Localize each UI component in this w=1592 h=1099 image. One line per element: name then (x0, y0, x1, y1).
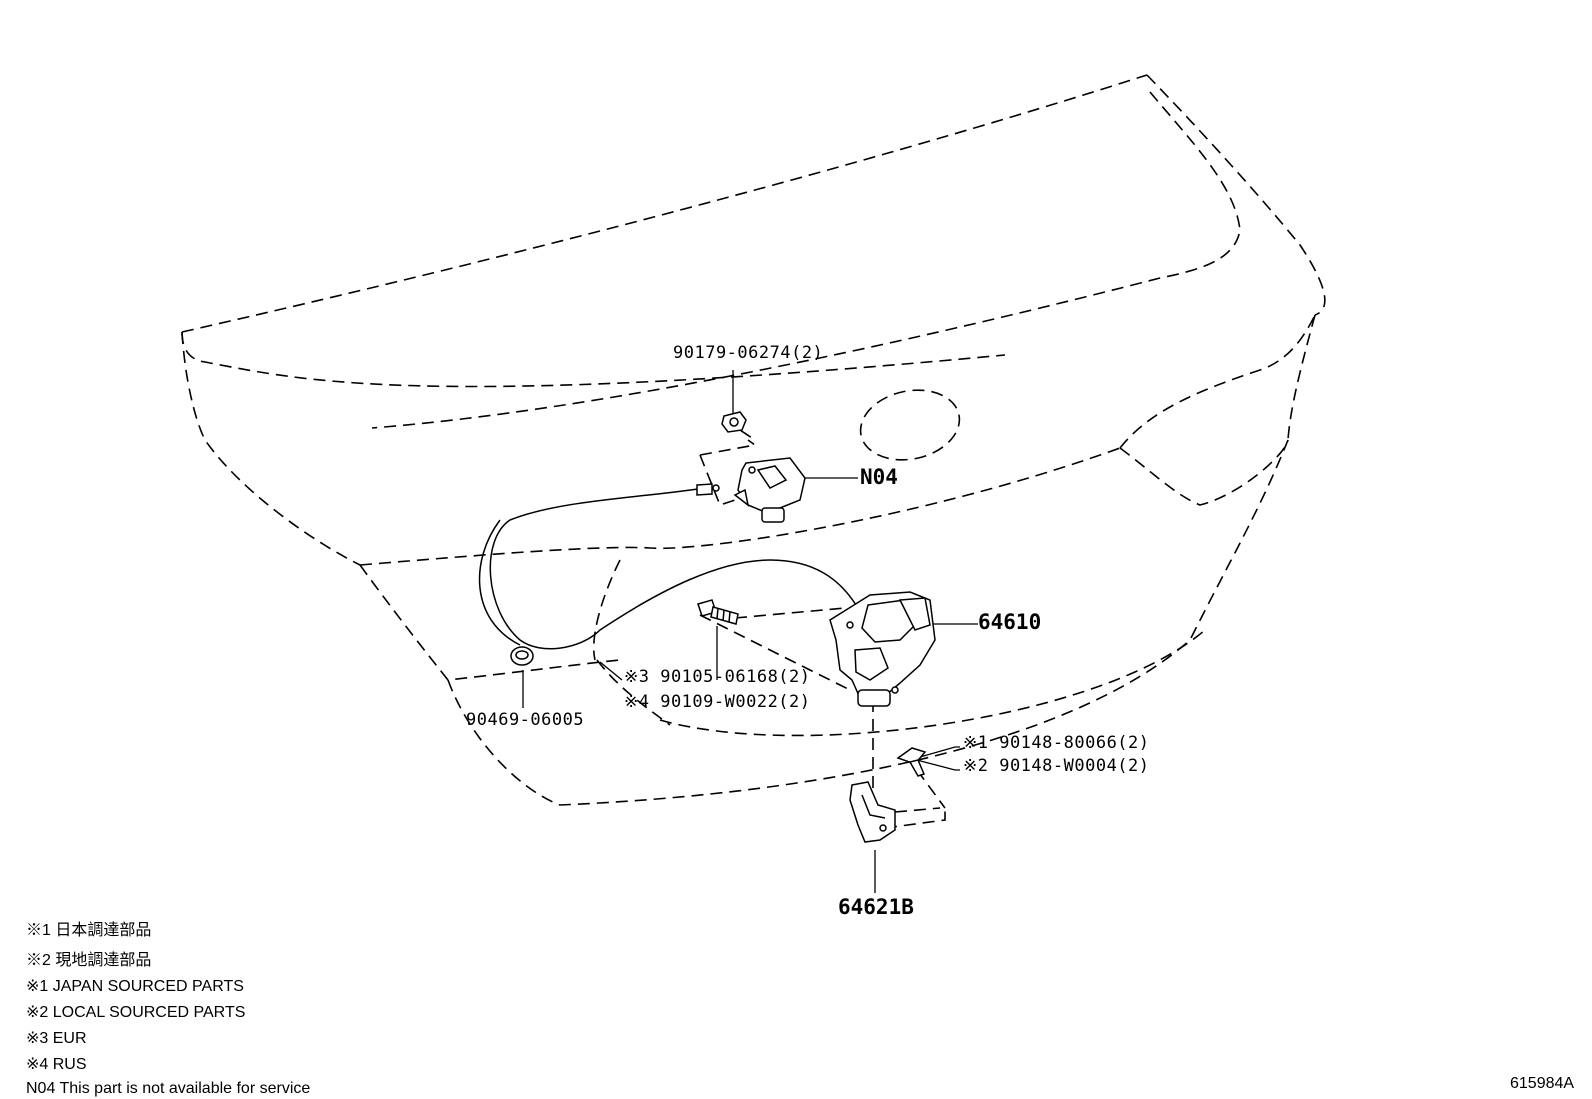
label-n04: N04 (860, 465, 898, 489)
nut-icon (721, 411, 747, 433)
note-line: ※3 EUR (26, 1030, 87, 1047)
label-bolt-rus: ※4 90109-W0022(2) (624, 692, 811, 712)
striker-icon (849, 781, 896, 843)
label-bolt-eur: ※3 90105-06168(2) (624, 667, 811, 687)
note-line: ※1 JAPAN SOURCED PARTS (26, 978, 244, 995)
screw-icon (896, 747, 927, 777)
bolt-icon (697, 599, 739, 625)
release-cable (478, 487, 857, 650)
grommet-icon (510, 646, 534, 666)
leader-lines (522, 370, 978, 893)
cable-end-icon (696, 483, 720, 496)
label-grommet-90469: 90469-06005 (466, 710, 585, 730)
part-shapes (510, 411, 936, 843)
lock-actuator-icon (829, 591, 936, 707)
note-line: ※4 RUS (26, 1056, 87, 1073)
label-lock-64610: 64610 (978, 610, 1042, 634)
note-line: ※2 LOCAL SOURCED PARTS (26, 1004, 246, 1021)
label-nut-90179: 90179-06274(2) (673, 343, 824, 363)
trunk-lid-outline (181, 74, 1326, 829)
note-line: ※2 現地調達部品 (26, 952, 152, 969)
label-screw-local: ※2 90148-W0004(2) (963, 756, 1150, 776)
label-screw-jp: ※1 90148-80066(2) (963, 733, 1150, 753)
notes-legend: ※1 日本調達部品 ※2 現地調達部品 ※1 JAPAN SOURCED PAR… (26, 916, 310, 1098)
note-line: ※1 日本調達部品 (26, 922, 152, 939)
diagram-code: 615984A (1510, 1075, 1575, 1092)
note-line: N04 This part is not available for servi… (26, 1080, 311, 1097)
label-striker-64621b: 64621B (838, 895, 914, 919)
latch-icon (733, 457, 806, 523)
